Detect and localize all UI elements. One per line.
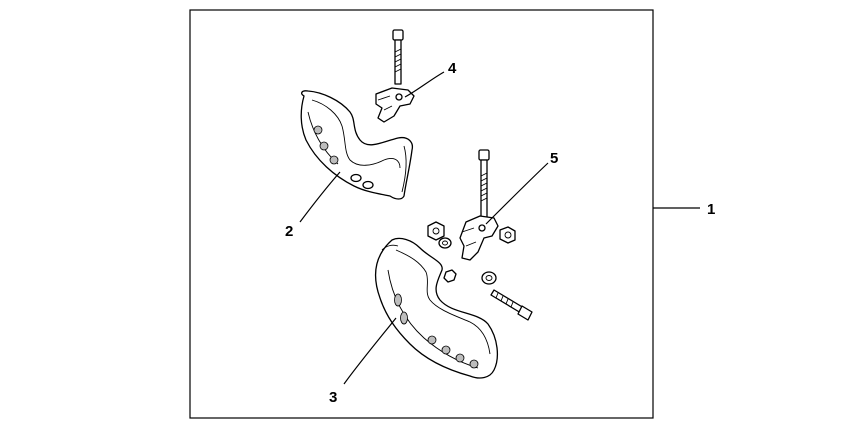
callout-5: 5 xyxy=(550,150,558,167)
callout-3: 3 xyxy=(329,389,337,406)
callout-4: 4 xyxy=(448,60,457,77)
mount-bracket-upper xyxy=(375,29,415,123)
handguard-lower xyxy=(374,237,499,379)
hardware-set xyxy=(427,221,533,321)
kit-frame xyxy=(189,9,654,419)
callout-1: 1 xyxy=(707,201,715,218)
leader-lines xyxy=(299,71,700,385)
handguard-upper xyxy=(300,90,414,200)
callout-2: 2 xyxy=(285,223,293,240)
mount-bracket-lower xyxy=(459,149,499,261)
